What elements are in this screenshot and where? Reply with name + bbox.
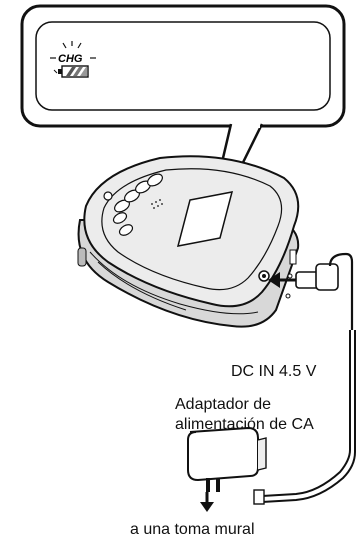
lcd-window [35, 21, 331, 111]
dc-plug [268, 252, 354, 330]
cd-player [77, 155, 300, 328]
down-arrow-icon [200, 492, 214, 512]
dc-in-label: DC IN 4.5 V [231, 363, 317, 380]
chg-text: CHG [58, 53, 83, 65]
ac-adapter [187, 426, 267, 505]
chg-indicator: CHG [50, 41, 96, 78]
dc-in-jack [258, 249, 297, 299]
speaker-grille-icon [151, 199, 163, 209]
battery-charging-icon [53, 65, 89, 78]
insert-arrow-icon [268, 272, 280, 288]
adapter-label-line2: alimentación de CA [175, 416, 314, 433]
display-callout [20, 4, 346, 207]
flash-rays-icon [50, 41, 96, 59]
player-display-window [176, 191, 234, 247]
adapter-label-line1: Adaptador de [175, 396, 272, 413]
wall-outlet-label: a una toma mural [130, 521, 255, 538]
adapter-cable [261, 330, 356, 503]
control-buttons-icon [103, 173, 163, 236]
